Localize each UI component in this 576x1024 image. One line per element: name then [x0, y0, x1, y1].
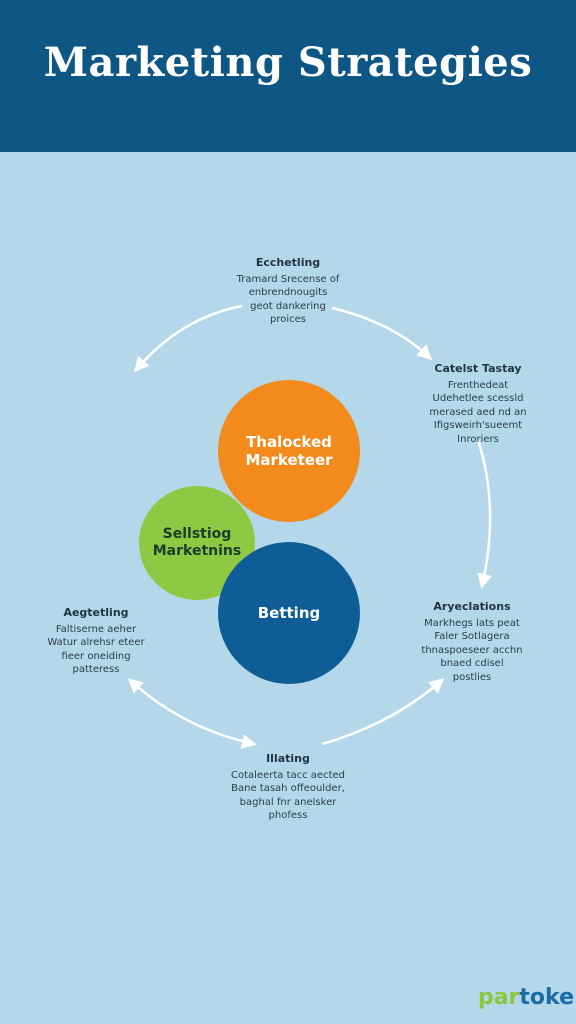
node-top-desc: Tramard Srecense of enbrendnougits geot …: [236, 273, 340, 326]
node-bottom-desc: Cotaleerta tacc aected Bane tasah offeou…: [231, 769, 345, 822]
node-right-bottom: Aryeclations Markhegs lats peat Faler So…: [412, 600, 532, 684]
node-left-title: Aegtetling: [63, 606, 129, 619]
node-right-bottom-title: Aryeclations: [433, 600, 511, 613]
arrow-right: [476, 439, 493, 589]
logo-part2: toke: [519, 985, 574, 1010]
node-left-desc: Faltiserne aeher Watur alrehsr eteer fie…: [47, 623, 145, 676]
node-bottom-title: Illating: [266, 752, 310, 765]
arrow-right-bottom: [321, 678, 445, 746]
node-bottom: Illating Cotaleerta tacc aected Bane tas…: [222, 752, 354, 823]
arrow-top-left: [134, 304, 243, 373]
node-right: Catelst Tastay Frenthedeat Udehetlee sce…: [418, 362, 538, 446]
circle-green-label: Sellstiog Marketnins: [152, 526, 242, 559]
circle-orange-label: Thalocked Marketeer: [245, 433, 333, 469]
node-right-title: Catelst Tastay: [434, 362, 522, 375]
node-top: Ecchetling Tramard Srecense of enbrendno…: [218, 256, 358, 327]
page-title: Marketing Strategies: [43, 38, 533, 86]
arrow-left-bottom: [127, 677, 257, 749]
node-top-title: Ecchetling: [255, 256, 321, 269]
circle-orange: Thalocked Marketeer: [218, 380, 360, 522]
brand-logo: partoke: [478, 985, 574, 1010]
logo-part1: par: [477, 985, 520, 1010]
node-right-bottom-desc: Markhegs lats peat Faler Sotlagera thnas…: [421, 617, 523, 683]
circle-blue-label: Betting: [257, 604, 321, 622]
circle-blue: Betting: [218, 542, 360, 684]
header-banner: Marketing Strategies: [0, 0, 576, 152]
node-right-desc: Frenthedeat Udehetlee scessld merased ae…: [429, 379, 527, 445]
node-left: Aegtetling Faltiserne aeher Watur alrehs…: [36, 606, 156, 677]
arrow-top-right: [331, 306, 433, 361]
